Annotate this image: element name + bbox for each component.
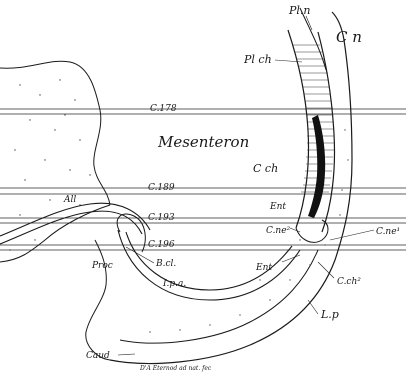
label-proc: Proc <box>91 261 113 271</box>
label-ip-a: I.p.a. <box>162 279 186 289</box>
label-ent-upper: Ent <box>269 202 286 212</box>
label-b-cl: B.cl. <box>155 259 176 269</box>
credit-text: D'A Eternod ad nat. fec <box>139 365 212 372</box>
body-inner-contour <box>120 250 318 343</box>
label-c-n: C n <box>336 28 362 46</box>
yolk-sac-stipple <box>9 79 90 250</box>
label-c-ch2: C.ch² <box>337 277 361 287</box>
chorda-black-band <box>308 115 325 218</box>
label-pl-n: Pl.n <box>288 4 311 17</box>
neural-tube-outer <box>288 30 309 228</box>
label-c178: C.178 <box>150 104 177 114</box>
label-c193: C.193 <box>148 213 175 223</box>
yolk-sac-outline <box>0 61 110 205</box>
label-caud: Caud <box>86 351 110 361</box>
label-c-ch: C ch <box>253 162 278 175</box>
label-c196: C.196 <box>148 240 175 250</box>
label-all: All <box>63 195 76 205</box>
label-pl-ch: Pl ch <box>243 53 272 66</box>
label-l-p: L.p <box>320 308 339 321</box>
label-mesenteron: Mesenteron <box>157 133 249 151</box>
procaudal-mass <box>86 240 110 360</box>
label-c189: C.189 <box>148 183 175 193</box>
label-ent-lower: Ent <box>255 263 272 273</box>
label-c-ne1: C.ne¹ <box>376 227 400 237</box>
label-c-ne2: C.ne² <box>266 226 291 236</box>
neural-plate-edge <box>300 8 326 70</box>
